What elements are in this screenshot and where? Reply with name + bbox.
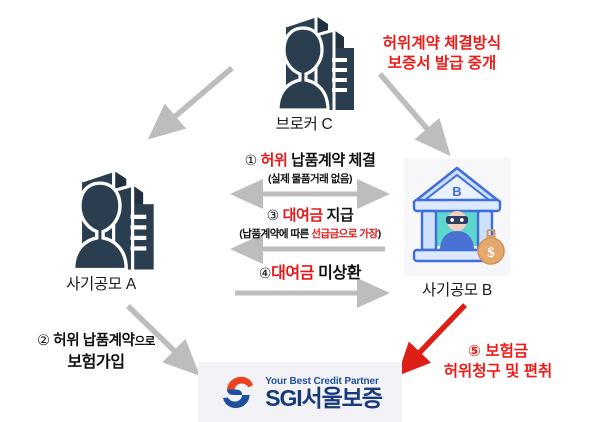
note-bottom-right-line2: 허위청구 및 편취 (443, 362, 553, 380)
note-bottom-left-line2-wrap: 보험가입 (6, 352, 186, 374)
note-bottom-right-line1-text: 보험금 (485, 343, 529, 360)
flow-3-main: ③ 대여금 지급 (200, 204, 420, 225)
arrow-broker-to-a (147, 65, 234, 140)
svg-text:B: B (452, 184, 461, 199)
flow-label-4: ④대여금 미상환 (210, 259, 410, 283)
node-conspirator-a-label: 사기공모 A (66, 276, 136, 293)
insurer-name: SGI서울보증 (265, 384, 383, 411)
note-top-right-line2: 보증서 발급 중개 (387, 54, 497, 72)
flow-4-main-highlight: 대여금 (271, 265, 315, 282)
note-bottom-left-line2: 보험가입 (67, 353, 125, 371)
flow-1-number: ① (244, 152, 258, 168)
flow-1-main: ① 허위 납품계약 체결 (210, 149, 410, 170)
flow-label-1: ① 허위 납품계약 체결 (실제 물품거래 없음) (210, 149, 410, 186)
flow-4-main-text: 미상환 (318, 265, 362, 282)
flow-4-main: ④대여금 미상환 (210, 259, 410, 283)
flow-1-sub-text: (실제 물품거래 없음) (267, 173, 353, 185)
flow-1-sub: (실제 물품거래 없음) (210, 171, 410, 186)
flow-3-sub: (납품계약에 따른 선급금으로 가장) (200, 226, 420, 241)
node-conspirator-b-label: 사기공모 B (422, 282, 492, 299)
flow-1-main-text: 납품계약 체결 (291, 152, 376, 169)
flow-3-sub-after: ) (377, 228, 382, 240)
node-insurer: Your Best Credit Partner SGI서울보증 (198, 362, 402, 422)
flow-3-number: ③ (266, 207, 280, 223)
sgi-logo-icon (223, 376, 254, 409)
note-top-right-line1: 허위계약 체결방식 (382, 35, 502, 52)
note-bottom-right-number: ⑤ (467, 343, 482, 360)
note-bottom-right: ⑤ 보험금 허위청구 및 편취 (408, 342, 588, 382)
arrow-broker-to-b (377, 72, 451, 157)
flow-3-main-highlight: 대여금 (282, 207, 324, 224)
bank-thief-moneybag-icon: B $ (412, 166, 505, 265)
note-bottom-left-line1: ② 허위 납품계약으로 (6, 330, 186, 352)
node-broker-c: 브로커 C (248, 14, 360, 134)
note-bottom-left-text-b: 으로 (134, 336, 156, 348)
flow-3-sub-before: (납품계약에 따른 (239, 228, 312, 240)
flow-4-number: ④ (258, 265, 272, 281)
note-bottom-left-number: ② (37, 333, 50, 349)
note-bottom-right-line1: ⑤ 보험금 (408, 342, 588, 362)
flow-3-main-text: 지급 (326, 207, 354, 224)
bank-panel: B $ (404, 158, 510, 276)
node-conspirator-b: B $ 사기공모 B (404, 158, 510, 300)
svg-text:$: $ (487, 245, 495, 261)
person-building-icon (276, 14, 354, 112)
insurer-tagline: Your Best Credit Partner (265, 375, 379, 387)
node-conspirator-a: 사기공모 A (42, 168, 160, 294)
flow-3-sub-highlight: 선급금으로 가장 (311, 228, 378, 240)
note-bottom-left-text-a: 허위 납품계약 (53, 333, 135, 349)
flow-label-3: ③ 대여금 지급 (납품계약에 따른 선급금으로 가장) (200, 204, 420, 241)
flow-1-main-highlight: 허위 (260, 152, 288, 169)
note-top-right: 허위계약 체결방식 보증서 발급 중개 (352, 34, 532, 74)
note-bottom-left: ② 허위 납품계약으로 보험가입 (6, 330, 186, 373)
person-building-icon (71, 168, 154, 272)
node-broker-c-label: 브로커 C (275, 116, 333, 133)
